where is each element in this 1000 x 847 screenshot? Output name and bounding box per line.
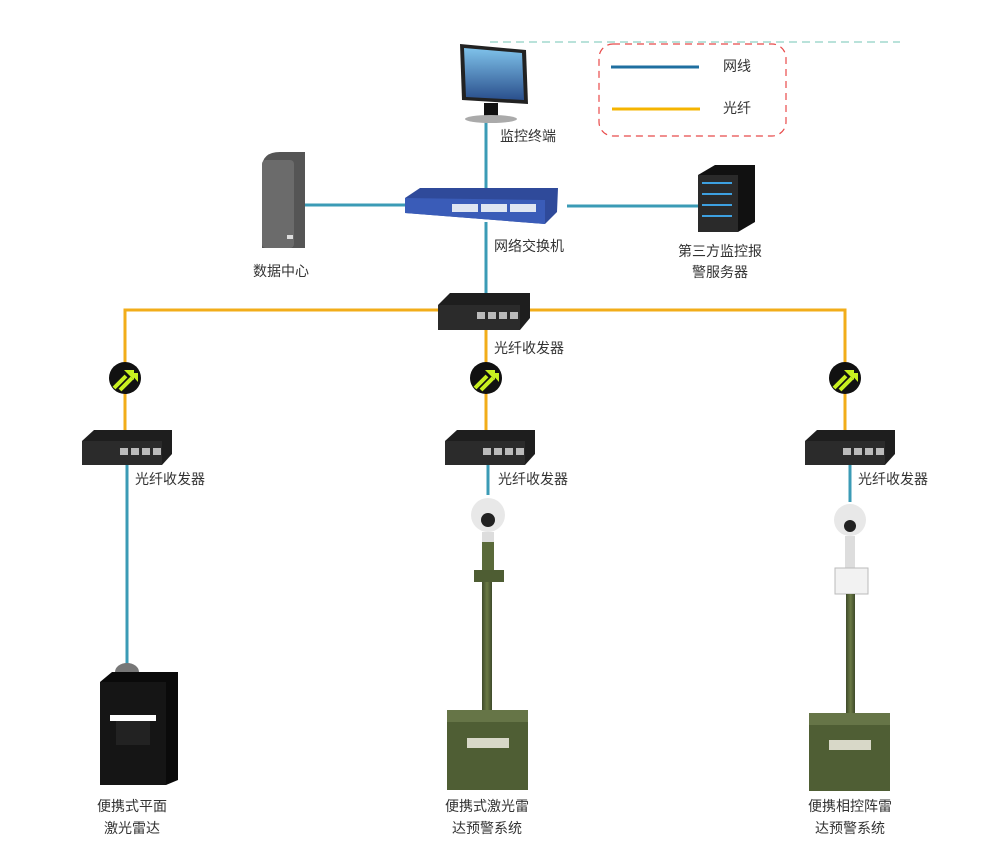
legend-label-network: 网线 <box>723 59 751 75</box>
fiber-transceiver-mid-icon <box>445 430 535 465</box>
server-label-line2: 警服务器 <box>692 265 748 281</box>
device-mid-label-line2: 达预警系统 <box>452 821 522 837</box>
fiber-transceiver-right-icon <box>805 430 895 465</box>
device-mid-label-line1: 便携式激光雷 <box>445 799 529 815</box>
phased-array-radar-warning-system-icon <box>809 504 890 791</box>
device-left-label-line1: 便携式平面 <box>97 799 167 815</box>
datacenter-label: 数据中心 <box>253 264 309 280</box>
device-right-label-line2: 达预警系统 <box>815 821 885 837</box>
fiber-connector-icon <box>109 362 141 394</box>
legend-label-fiber: 光纤 <box>723 101 751 117</box>
fiber-transceiver-left-icon <box>82 430 172 465</box>
monitor-label: 监控终端 <box>500 129 556 145</box>
server-icon <box>698 165 755 232</box>
transceiver-center-label: 光纤收发器 <box>494 341 564 357</box>
monitor-icon <box>460 44 528 123</box>
transceiver-mid-label: 光纤收发器 <box>498 472 568 488</box>
laser-radar-warning-system-icon <box>447 498 528 790</box>
datacenter-icon <box>262 152 305 248</box>
legend-box <box>598 43 787 137</box>
network-switch-icon <box>405 188 558 224</box>
transceiver-left-label: 光纤收发器 <box>135 472 205 488</box>
network-lines <box>125 122 852 665</box>
fiber-transceiver-center-icon <box>438 293 530 330</box>
transceiver-right-label: 光纤收发器 <box>858 472 928 488</box>
fiber-connector-icon <box>470 362 502 394</box>
device-right-label-line1: 便携相控阵雷 <box>808 799 892 815</box>
planar-lidar-device-icon <box>100 663 178 785</box>
switch-label: 网络交换机 <box>494 239 564 255</box>
server-label-line1: 第三方监控报 <box>678 244 762 260</box>
device-left-label-line2: 激光雷达 <box>104 821 160 837</box>
fiber-connector-icon <box>829 362 861 394</box>
